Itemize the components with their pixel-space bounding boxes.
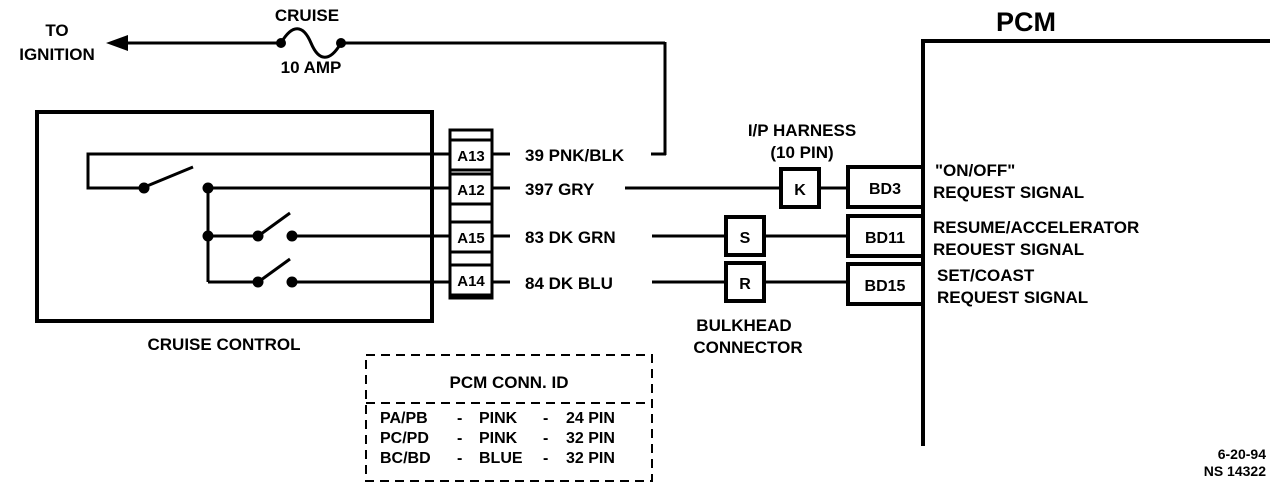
legend-cell: PC/PD bbox=[380, 430, 429, 447]
terminal-id: A12 bbox=[457, 182, 485, 199]
pcm-conn-id-legend: PCM CONN. ID PA/PB - PINK - 24 PIN PC/PD… bbox=[365, 354, 653, 482]
fuse-icon bbox=[279, 27, 343, 59]
arrow-left-icon bbox=[106, 35, 128, 51]
to-ignition-line2: IGNITION bbox=[19, 45, 95, 64]
bulkhead-pin-r bbox=[724, 261, 766, 303]
pin-label: S bbox=[740, 230, 751, 247]
footer-code: NS 14322 bbox=[1204, 463, 1266, 479]
bulkhead-title: BULKHEAD bbox=[696, 316, 791, 335]
ip-harness: I/P HARNESS (10 PIN) K bbox=[748, 121, 856, 209]
footer-date: 6-20-94 bbox=[1218, 446, 1266, 462]
pcm-pin-label: BD11 bbox=[865, 230, 905, 247]
terminal-connector: A13 A12 A15 A14 bbox=[448, 128, 494, 300]
wire-label: 397 GRY bbox=[525, 180, 595, 199]
fuse-rating: 10 AMP bbox=[281, 58, 342, 77]
legend-cell: PINK bbox=[479, 430, 518, 447]
legend-cell: PINK bbox=[479, 410, 518, 427]
signal-label: REQUEST SIGNAL bbox=[937, 288, 1088, 307]
terminal-id: A15 bbox=[457, 230, 485, 247]
ip-harness-title: I/P HARNESS bbox=[748, 121, 856, 140]
to-ignition-line1: TO bbox=[45, 21, 68, 40]
signal-label: RESUME/ACCELERATOR bbox=[933, 218, 1139, 237]
legend-cell: BLUE bbox=[479, 450, 523, 467]
signal-wires bbox=[625, 186, 848, 284]
signal-label: REQUEST SIGNAL bbox=[933, 183, 1084, 202]
legend-cell: 32 PIN bbox=[566, 430, 615, 447]
switch-set-icon bbox=[260, 257, 291, 282]
legend-cell: - bbox=[457, 450, 462, 467]
legend-cell: - bbox=[457, 430, 462, 447]
legend-cell: - bbox=[457, 410, 462, 427]
signal-label: REOUEST SIGNAL bbox=[933, 240, 1084, 259]
pcm-title: PCM bbox=[996, 7, 1056, 37]
pcm-module: PCM BD3 BD11 BD15 "ON/OFF" REQUEST SIGNA… bbox=[846, 7, 1270, 446]
legend-cell: - bbox=[543, 410, 548, 427]
bulkhead-pin-s bbox=[724, 215, 766, 257]
legend-cell: 24 PIN bbox=[566, 410, 615, 427]
ip-harness-pin-k bbox=[779, 167, 821, 209]
ip-harness-pins: (10 PIN) bbox=[770, 143, 833, 162]
cruise-control-box bbox=[35, 110, 434, 323]
cruise-control-label: CRUISE CONTROL bbox=[148, 335, 301, 354]
legend-title: PCM CONN. ID bbox=[450, 373, 569, 392]
legend-box bbox=[365, 354, 653, 482]
pin-label: R bbox=[739, 276, 751, 293]
switch-onoff-icon bbox=[146, 165, 194, 188]
signal-label: SET/COAST bbox=[937, 266, 1035, 285]
legend-cell: - bbox=[543, 430, 548, 447]
pcm-outline bbox=[921, 39, 1270, 446]
wire-label: 39 PNK/BLK bbox=[525, 146, 625, 165]
legend-cell: BC/BD bbox=[380, 450, 431, 467]
terminal-id: A13 bbox=[457, 148, 485, 165]
legend-cell: PA/PB bbox=[380, 410, 428, 427]
legend-cell: 32 PIN bbox=[566, 450, 615, 467]
switch-resume-icon bbox=[260, 211, 291, 236]
pcm-pin-label: BD15 bbox=[865, 278, 906, 295]
pcm-pin-bd11 bbox=[846, 214, 925, 258]
pcm-pin-bd15 bbox=[846, 262, 925, 306]
wire-label: 83 DK GRN bbox=[525, 228, 616, 247]
wire-label: 84 DK BLU bbox=[525, 274, 613, 293]
bulkhead-subtitle: CONNECTOR bbox=[693, 338, 802, 357]
bulkhead-connector: S R BULKHEAD CONNECTOR bbox=[693, 215, 803, 357]
terminal-id: A14 bbox=[457, 273, 485, 290]
pcm-pin-bd3 bbox=[846, 165, 925, 209]
legend-cell: - bbox=[543, 450, 548, 467]
pcm-pin-label: BD3 bbox=[869, 181, 901, 198]
fuse-name: CRUISE bbox=[275, 6, 339, 25]
signal-label: "ON/OFF" bbox=[935, 161, 1015, 180]
terminal-a14 bbox=[448, 263, 494, 297]
ignition-feed: TO IGNITION CRUISE 10 AMP bbox=[19, 6, 667, 156]
pin-label: K bbox=[794, 182, 806, 199]
cruise-control-module: CRUISE CONTROL bbox=[35, 110, 450, 354]
